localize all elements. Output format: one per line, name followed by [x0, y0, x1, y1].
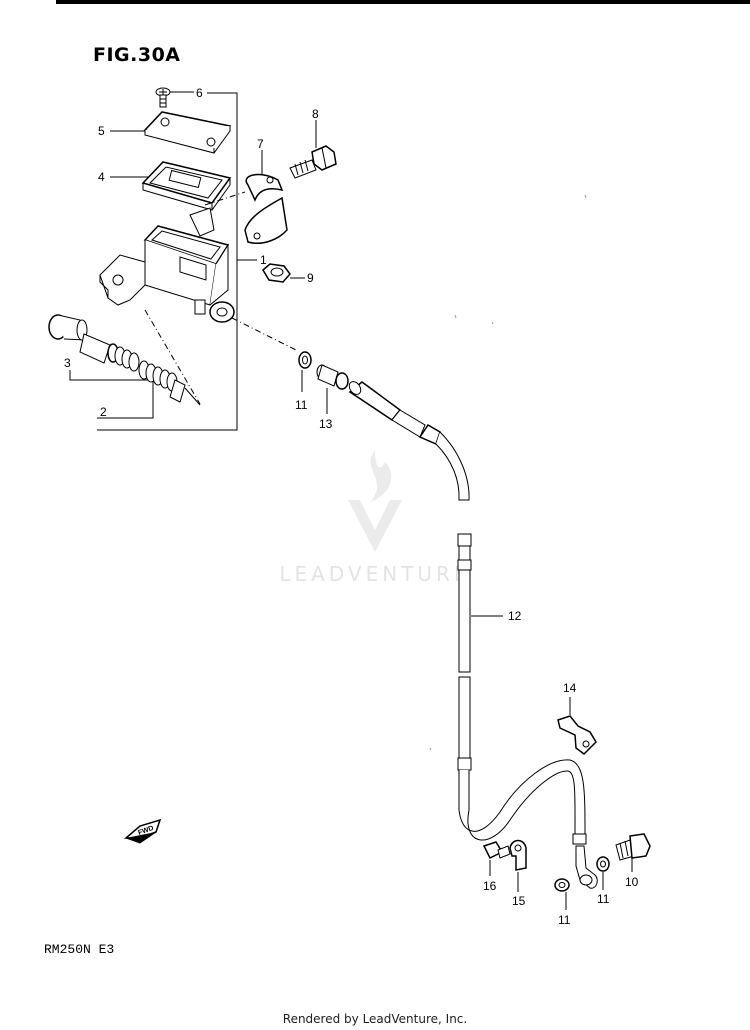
part-13-union-bolt [316, 364, 349, 390]
part-4-diaphragm [141, 161, 232, 211]
callout-4: 4 [98, 170, 105, 184]
figure-title: FIG.30A [93, 44, 181, 66]
part-11-washer-lower-left [554, 878, 570, 892]
part-16-bolt [482, 841, 511, 860]
fwd-arrow-icon [123, 818, 162, 844]
watermark-logo-icon [348, 450, 402, 552]
part-2-piston-assembly [79, 333, 201, 406]
footer-credit: Rendered by LeadVenture, Inc. [282, 1012, 468, 1026]
assembly-bracket [97, 92, 238, 431]
callout-2: 2 [100, 405, 107, 419]
callout-6: 6 [196, 86, 203, 100]
part-6-screw [155, 87, 171, 108]
callout-11-upper: 11 [295, 398, 308, 412]
callout-11-lower-left: 11 [558, 913, 571, 927]
part-8-bolt [289, 145, 337, 179]
part-7-clamp [244, 173, 288, 244]
callout-14: 14 [563, 681, 577, 695]
callout-11-lower-right: 11 [597, 892, 610, 906]
callout-13: 13 [319, 417, 333, 431]
top-border-line [56, 0, 750, 4]
callout-3: 3 [64, 356, 71, 370]
part-3-boot [48, 314, 88, 341]
leadventure-watermark: LEADVENTURE [230, 440, 520, 590]
callout-5: 5 [98, 124, 105, 138]
model-code: RM250N E3 [44, 942, 115, 957]
part-10-union-bolt [615, 833, 651, 861]
callout-8: 8 [312, 107, 319, 121]
part-1-master-cylinder [99, 207, 235, 323]
part-11-washer-upper [298, 351, 312, 369]
watermark-text: LEADVENTURE [279, 562, 471, 586]
callout-16: 16 [483, 879, 497, 893]
callout-15: 15 [512, 894, 526, 908]
callout-1: 1 [260, 253, 267, 267]
callout-7: 7 [257, 137, 264, 151]
callout-9: 9 [307, 271, 314, 285]
part-5-reservoir-cover [143, 111, 232, 154]
part-12-brake-hose [348, 381, 598, 889]
callout-10: 10 [625, 875, 639, 889]
part-11-washer-lower-right [596, 856, 610, 872]
callout-12: 12 [508, 609, 522, 623]
part-14-hose-clamp [557, 715, 597, 755]
part-15-clamp [509, 839, 527, 871]
part-9-nut [262, 263, 291, 283]
